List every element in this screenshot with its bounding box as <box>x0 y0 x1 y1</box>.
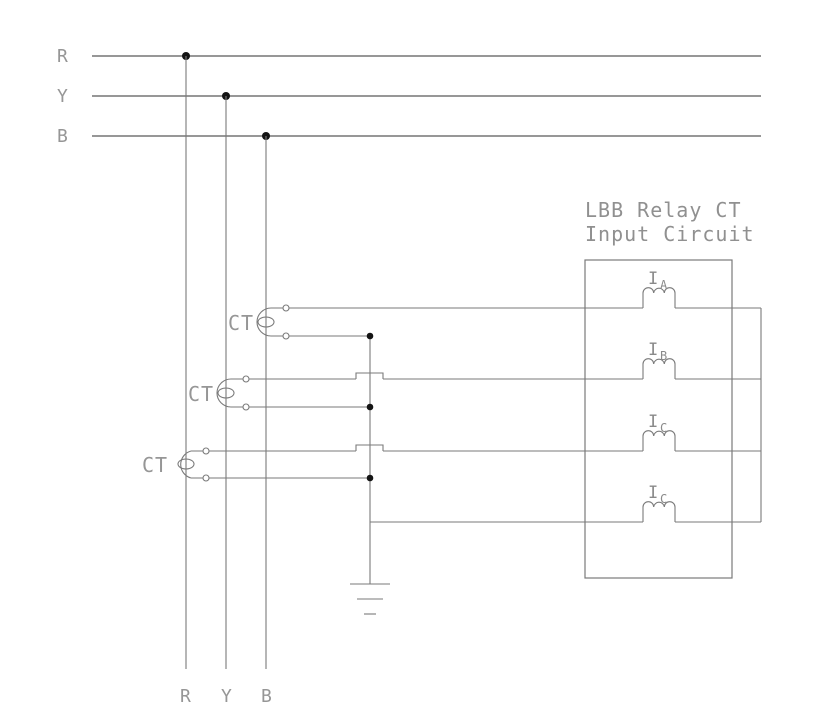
bus-labels-left: R Y B <box>57 46 68 147</box>
relay-coil-ic2: I C <box>642 483 761 523</box>
bus-label-y: Y <box>57 86 68 107</box>
ct-b-label: CT <box>228 311 254 335</box>
ct-b-terminal-bottom <box>282 332 290 340</box>
bus-lines <box>92 55 761 137</box>
relay-box: LBB Relay CT Input Circuit I A I B I C <box>584 198 762 579</box>
relay-box-outline <box>584 259 733 579</box>
coil-ib-inductor <box>642 358 676 379</box>
ct-r-terminal-bottom <box>202 474 210 482</box>
coil-ic1-inductor <box>642 430 676 451</box>
neutral-junction-dot-3 <box>366 474 374 482</box>
coil-ic2-label: I <box>648 483 658 503</box>
coil-ic1-label: I <box>648 412 658 432</box>
coil-ib-subscript: B <box>660 349 667 363</box>
ct-r-phase: CT <box>142 444 643 482</box>
ct-b-secondary-bracket <box>256 307 272 337</box>
ct-b-core-loop <box>257 316 275 328</box>
ct-b-phase: CT <box>228 304 643 340</box>
phase-drop-lines <box>185 56 267 669</box>
relay-coil-ib: I B <box>642 340 761 380</box>
bus-labels-bottom: R Y B <box>180 686 272 707</box>
ct-r-label: CT <box>142 453 168 477</box>
bottom-label-y: Y <box>221 686 232 707</box>
relay-title-line1: LBB Relay CT <box>585 198 742 222</box>
coil-ic2-inductor <box>642 501 676 522</box>
coil-ia-subscript: A <box>660 278 668 292</box>
bus-label-b: B <box>57 126 68 147</box>
coil-ib-label: I <box>648 340 658 360</box>
ct-y-core-loop <box>217 387 235 399</box>
bottom-label-r: R <box>180 686 191 707</box>
neutral-junction-dot-1 <box>366 332 374 340</box>
coil-ic1-subscript: C <box>660 421 667 435</box>
bottom-label-b: B <box>261 686 272 707</box>
coil-ia-label: I <box>648 269 658 289</box>
relay-title-line2: Input Circuit <box>585 222 755 246</box>
relay-coil-ic1: I C <box>642 412 761 452</box>
ct-b-terminal-top <box>282 304 290 312</box>
bus-label-r: R <box>57 46 68 67</box>
coil-ic2-subscript: C <box>660 492 667 506</box>
ct-y-terminal-bottom <box>242 403 250 411</box>
relay-coil-ia: I A <box>642 269 761 309</box>
ct-y-phase: CT <box>188 372 643 411</box>
neutral-junction-dot-2 <box>366 403 374 411</box>
ct-y-secondary-bracket <box>216 378 232 408</box>
ct-r-secondary-bracket <box>180 450 192 479</box>
neutral-return <box>350 332 643 615</box>
ct-y-terminal-top <box>242 375 250 383</box>
ct-r-core-loop <box>177 458 195 470</box>
ct-y-label: CT <box>188 382 214 406</box>
earth-ground-symbol <box>350 583 390 615</box>
ct-r-terminal-top <box>202 447 210 455</box>
coil-ia-inductor <box>642 287 676 308</box>
